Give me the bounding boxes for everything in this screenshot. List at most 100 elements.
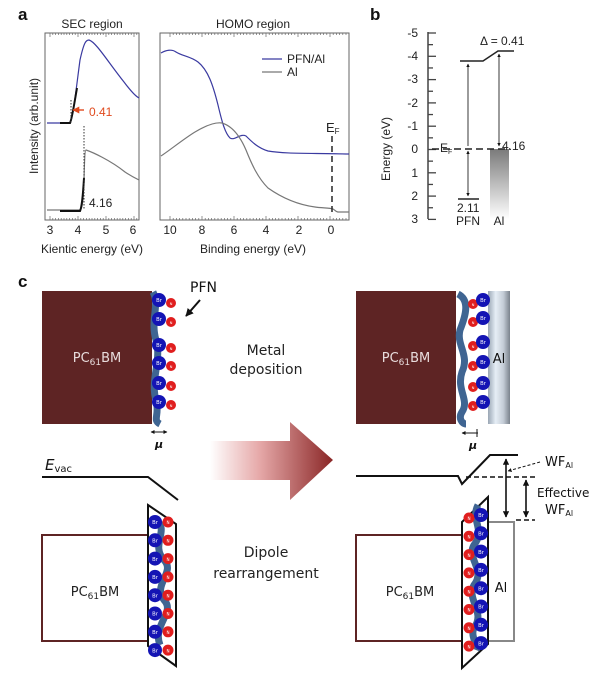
n-ion: N xyxy=(463,567,475,579)
pfn-label: PFN xyxy=(190,280,217,296)
ion-label: N xyxy=(166,557,169,562)
ion-label: Br xyxy=(480,381,487,387)
br-ion: Br xyxy=(148,588,162,603)
sec-fit-al xyxy=(60,177,85,212)
sec-title: SEC region xyxy=(61,17,122,31)
n-ion: N xyxy=(463,622,475,634)
ion-circle xyxy=(166,400,176,410)
ion-label: N xyxy=(166,593,169,598)
pfn-chain-after xyxy=(455,290,470,428)
br-ion: Br xyxy=(476,376,490,390)
ion-label: N xyxy=(166,612,169,617)
pcbm-label-bottom-after: PC61BM xyxy=(386,585,435,602)
ion-circle xyxy=(474,508,488,522)
pcbm-outline-after xyxy=(355,534,463,642)
n-ion: N xyxy=(162,626,174,638)
wf-pointer-arrow xyxy=(507,461,541,472)
br-ion: Br xyxy=(148,643,162,658)
pfn-value: 2.11 xyxy=(457,201,480,215)
ion-circle xyxy=(476,395,490,409)
n-ion: N xyxy=(162,608,174,619)
ion-circle xyxy=(162,626,174,638)
br-ion: Br xyxy=(474,526,488,541)
n-ion: N xyxy=(162,516,174,528)
ion-circle xyxy=(474,617,488,632)
ion-circle xyxy=(148,624,162,639)
n-ion: N xyxy=(468,361,478,371)
br-ion: Br xyxy=(152,338,166,352)
ion-circle xyxy=(474,562,488,577)
ion-circle xyxy=(474,526,488,541)
ion-label: N xyxy=(472,321,475,325)
energy-tick: 2 xyxy=(411,189,418,203)
shift-annotation: 0.41 xyxy=(89,105,113,119)
homo-xtick: 8 xyxy=(199,223,206,237)
ion-label: N xyxy=(166,648,169,653)
sec-frame xyxy=(44,32,140,221)
ion-circle xyxy=(476,355,490,369)
br-ion: Br xyxy=(152,293,166,307)
br-ion: Br xyxy=(476,335,490,349)
ion-label: N xyxy=(472,303,475,307)
br-ion: Br xyxy=(152,395,166,409)
energy-tick: -3 xyxy=(407,72,418,86)
energy-tick-labels: -5 -4 -3 -2 -1 0 1 2 3 xyxy=(407,26,418,226)
ion-circle xyxy=(468,317,478,327)
ion-label: N xyxy=(170,347,173,351)
ion-label: N xyxy=(467,644,470,649)
homo-curve-al xyxy=(160,122,349,213)
n-ion: N xyxy=(166,381,176,391)
n-ion: N xyxy=(463,640,475,652)
n-ion: N xyxy=(463,530,475,542)
n-ion: N xyxy=(463,585,475,597)
ion-circle xyxy=(468,382,478,392)
ion-circle xyxy=(152,356,166,370)
ion-label: Br xyxy=(156,381,163,387)
n-ion: N xyxy=(162,553,174,565)
ion-label: Br xyxy=(152,539,159,545)
br-ion: Br xyxy=(474,544,488,559)
ion-circle xyxy=(474,581,488,596)
ion-circle xyxy=(152,293,166,307)
vacuum-level xyxy=(460,50,514,62)
sec-minor-ticks xyxy=(49,33,138,220)
ion-label: Br xyxy=(156,343,163,349)
br-ion: Br xyxy=(476,311,490,325)
br-ion: Br xyxy=(152,356,166,370)
ion-label: Br xyxy=(478,641,485,647)
ion-label: N xyxy=(467,553,470,558)
n-ion: N xyxy=(463,549,475,561)
ion-circle xyxy=(162,589,174,601)
ion-label: N xyxy=(472,365,475,369)
delta-label: Δ = 0.41 xyxy=(480,34,525,48)
n-ion: N xyxy=(162,571,174,583)
ion-label: Br xyxy=(480,360,487,366)
al-value: 4.16 xyxy=(502,139,526,153)
ion-label: N xyxy=(170,302,173,306)
energy-tick: -1 xyxy=(407,119,418,133)
ion-circle xyxy=(463,567,475,579)
br-ion: Br xyxy=(476,395,490,409)
homo-xtick: 0 xyxy=(328,223,335,237)
n-ion: N xyxy=(162,534,174,546)
br-ion: Br xyxy=(474,599,488,614)
effective-wf-label: WFAl xyxy=(545,503,573,518)
br-ion: Br xyxy=(148,551,162,566)
n-ion: N xyxy=(166,400,176,410)
ion-label: Br xyxy=(480,400,487,406)
panel-c-label: c xyxy=(18,272,27,291)
br-ion: Br xyxy=(148,569,162,584)
ion-label: N xyxy=(472,386,475,390)
pcbm-block xyxy=(42,291,152,424)
ion-label: N xyxy=(170,404,173,408)
ion-label: Br xyxy=(152,612,159,618)
ion-label: Br xyxy=(480,340,487,346)
ion-label: N xyxy=(467,535,470,540)
n-ion: N xyxy=(468,382,478,392)
energy-tick: -4 xyxy=(407,49,418,63)
